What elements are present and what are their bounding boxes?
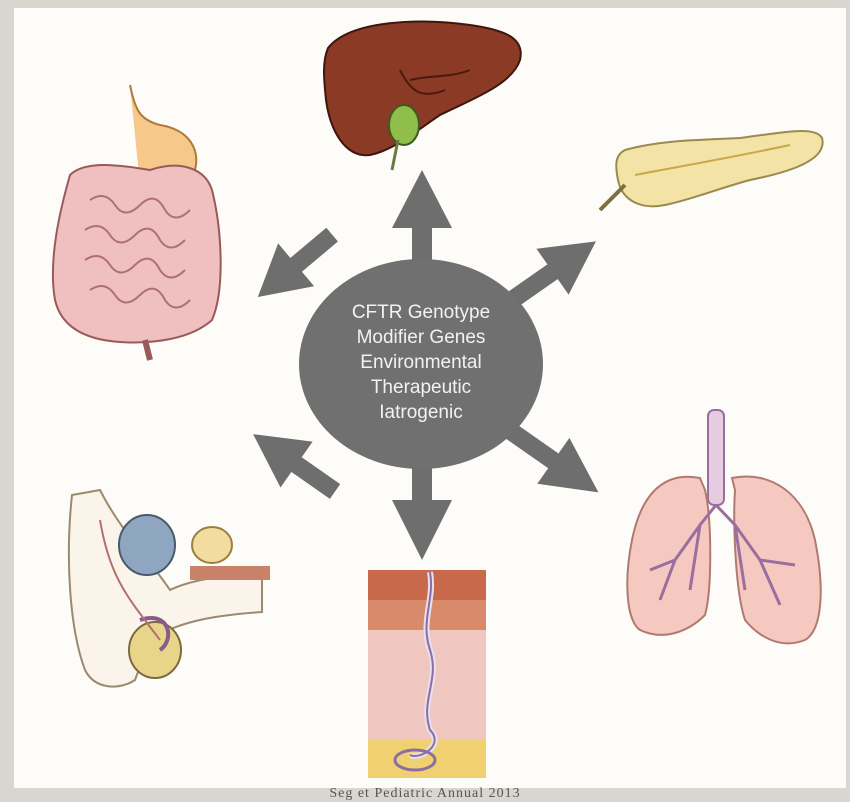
pancreas-icon: [600, 131, 823, 210]
skin-sweat-gland-icon: [368, 570, 486, 778]
figure-caption: Seg et Pediatric Annual 2013: [250, 786, 600, 802]
lungs-icon: [627, 410, 820, 643]
hub-line-environmental: Environmental: [305, 350, 537, 375]
hub-line-therapeutic: Therapeutic: [305, 375, 537, 400]
hub-line-modifier-genes: Modifier Genes: [305, 325, 537, 350]
liver-icon: [324, 22, 521, 170]
hub-label: CFTR Genotype Modifier Genes Environment…: [305, 300, 537, 425]
arrow-up: [392, 170, 452, 265]
intestines-icon: [53, 85, 221, 360]
male-reproductive-tract-icon: [69, 490, 270, 687]
hub-line-cftr-genotype: CFTR Genotype: [305, 300, 537, 325]
hub-line-iatrogenic: Iatrogenic: [305, 400, 537, 425]
